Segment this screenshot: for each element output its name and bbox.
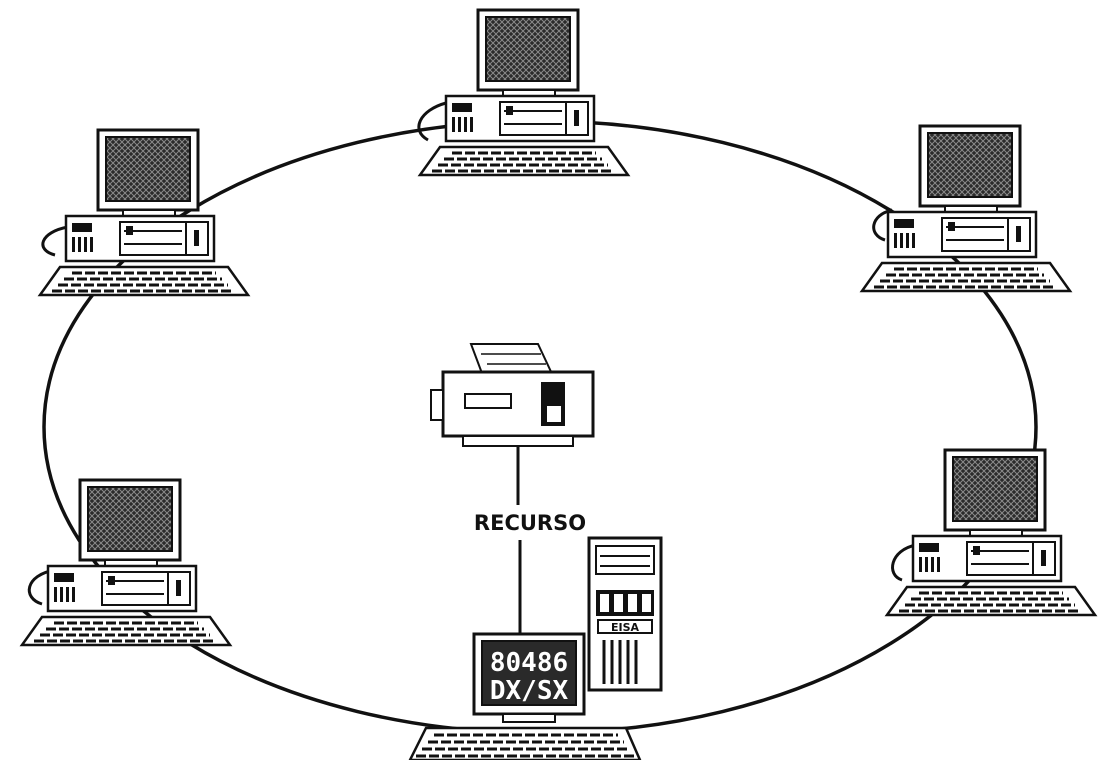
printer-icon [429, 342, 595, 448]
resource-label: RECURSO [474, 511, 586, 535]
server-screen-line1: 80486 [490, 648, 568, 678]
server-screen-line2: DX/SX [490, 676, 569, 706]
workstation-lower-right [885, 448, 1097, 617]
server-keyboard [408, 726, 642, 760]
workstation-upper-left [38, 128, 250, 297]
workstation-lower-left [20, 478, 232, 647]
server-tower: EISA [587, 536, 663, 692]
tower-badge: EISA [611, 621, 640, 634]
workstation-top [418, 8, 630, 177]
server-monitor: 80486 DX/SX [472, 632, 586, 723]
workstation-upper-right [860, 124, 1072, 293]
